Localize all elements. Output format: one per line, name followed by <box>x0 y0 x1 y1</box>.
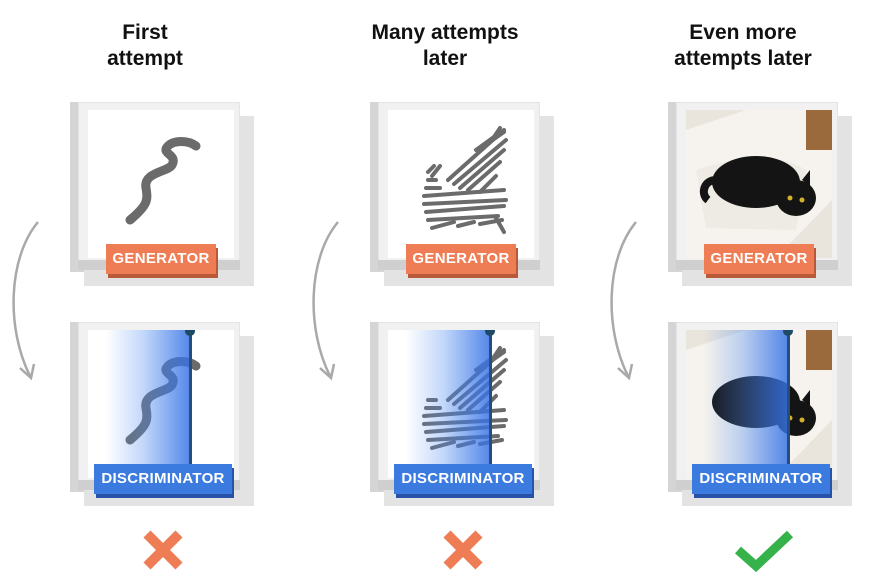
discriminator-card: DISCRIMINATOR <box>668 322 868 506</box>
column-even-more-attempts: Even more attempts later GENERATOR <box>598 0 874 587</box>
generator-card: GENERATOR <box>70 102 270 286</box>
generator-card: GENERATOR <box>370 102 570 286</box>
column-first-attempt: First attempt GENERATOR DISCRIMINATOR <box>0 0 290 587</box>
generator-card: GENERATOR <box>668 102 868 286</box>
generator-output-image <box>88 110 234 258</box>
decision-line-dot <box>185 330 195 336</box>
discriminator-input-image <box>388 330 534 478</box>
discriminator-decision-line <box>787 330 790 478</box>
discriminator-label: DISCRIMINATOR <box>94 464 232 494</box>
discriminator-label: DISCRIMINATOR <box>394 464 532 494</box>
curved-arrow-icon <box>312 221 339 381</box>
discriminator-label: DISCRIMINATOR <box>692 464 830 494</box>
discriminator-scan-beam <box>106 330 190 478</box>
cross-icon <box>443 530 483 570</box>
discriminator-input-photo <box>686 330 832 478</box>
column-many-attempts: Many attempts later GENERATOR <box>300 0 590 587</box>
generator-label: GENERATOR <box>406 244 516 274</box>
discriminator-card: DISCRIMINATOR <box>70 322 270 506</box>
generator-label: GENERATOR <box>106 244 216 274</box>
discriminator-scan-beam <box>406 330 490 478</box>
discriminator-card: DISCRIMINATOR <box>370 322 570 506</box>
decision-line-dot <box>783 330 793 336</box>
discriminator-decision-line <box>489 330 492 478</box>
column-heading: Many attempts later <box>371 21 519 70</box>
generator-output-image <box>388 110 534 258</box>
generator-output-photo <box>686 110 832 258</box>
decision-line-dot <box>485 330 495 336</box>
column-heading: Even more attempts later <box>674 21 812 70</box>
checkmark-icon <box>735 530 794 572</box>
cross-icon <box>143 530 183 570</box>
generator-label: GENERATOR <box>704 244 814 274</box>
discriminator-input-image <box>88 330 234 478</box>
column-heading: First attempt <box>107 21 183 70</box>
discriminator-scan-beam <box>704 330 788 478</box>
curved-arrow-icon <box>610 221 637 381</box>
discriminator-decision-line <box>189 330 192 478</box>
curved-arrow-icon <box>12 221 39 381</box>
